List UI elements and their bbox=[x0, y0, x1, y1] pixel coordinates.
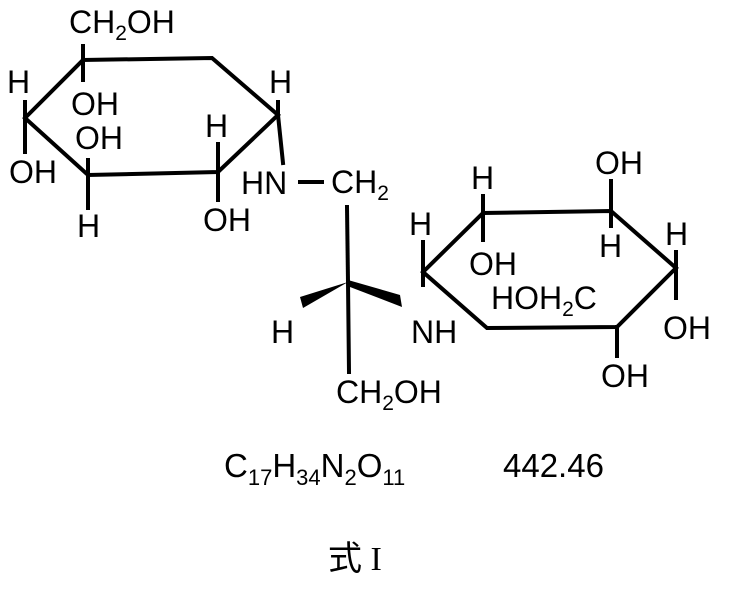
right-ring-oh-inner: OH bbox=[468, 246, 518, 282]
molecular-weight: 442.46 bbox=[503, 447, 604, 484]
left-ring-oh-left: OH bbox=[8, 154, 58, 190]
formula-count: 34 bbox=[296, 465, 321, 490]
formula-count: 11 bbox=[382, 465, 406, 490]
right-ring-oh-right: OH bbox=[662, 310, 712, 346]
right-ring-h-top: H bbox=[470, 160, 496, 196]
formula-element: O11 bbox=[356, 447, 406, 490]
right-ring-hoh2c-label: HOH2C bbox=[490, 282, 598, 320]
linker-h-wedge-label: H bbox=[270, 314, 296, 350]
linker-ch2-label: CH2 bbox=[330, 166, 390, 204]
molecular-formula: C17H34N2O11 bbox=[224, 447, 405, 491]
right-ring-oh-top: OH bbox=[594, 145, 644, 181]
linker-hn-label: HN bbox=[240, 165, 289, 201]
formula-element: N2 bbox=[320, 447, 357, 490]
left-ring-h-bottom: H bbox=[76, 208, 102, 244]
formula-element: C17 bbox=[224, 447, 273, 490]
formula-element: H34 bbox=[272, 447, 321, 490]
left-ring-h-right: H bbox=[268, 64, 294, 100]
right-ring-h-left: H bbox=[408, 206, 434, 242]
left-ring-h-inner: H bbox=[204, 108, 230, 144]
right-ring-h-right: H bbox=[664, 216, 690, 252]
right-ring-oh-bottom: OH bbox=[600, 358, 650, 394]
left-ring-h-left: H bbox=[6, 64, 32, 100]
linker-ch2oh-label: CH2OH bbox=[335, 376, 443, 414]
hoh2c-text: HOH2C bbox=[491, 280, 597, 321]
formula-caption: 式 I bbox=[328, 541, 382, 578]
left-ring-oh-under-top: OH bbox=[70, 86, 120, 122]
left-ring-oh-mid: OH bbox=[74, 120, 124, 156]
formula-count: 17 bbox=[247, 465, 273, 490]
left-ring-ch2oh-label: CH2OH bbox=[68, 6, 176, 44]
right-ring-h-inner: H bbox=[598, 228, 624, 264]
linker-nh-label: NH bbox=[410, 314, 459, 350]
formula-count: 2 bbox=[344, 465, 357, 490]
ch2oh-text: CH2OH bbox=[69, 4, 175, 45]
ch2-text: CH2 bbox=[331, 164, 389, 205]
left-ring-oh-bottom: OH bbox=[202, 202, 252, 238]
ch2oh-bottom-text: CH2OH bbox=[336, 374, 442, 415]
